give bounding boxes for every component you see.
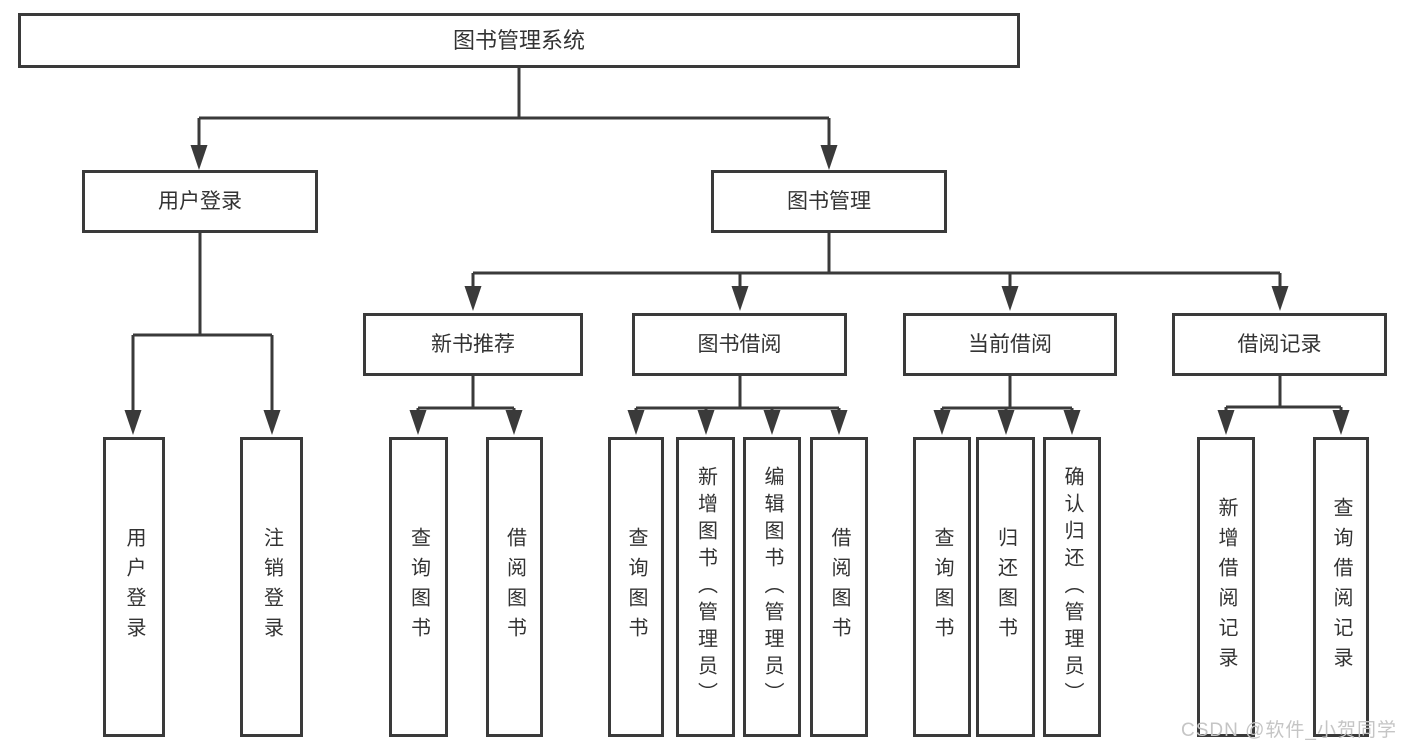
connector-book-borrow-children	[627, 376, 848, 435]
leaf-borrowing-edit-books-admin: 编辑图书（管理员）	[743, 437, 801, 737]
node-user-login-group: 用户登录	[82, 170, 318, 233]
leaf-records-add-borrow-record: 新增借阅记录	[1197, 437, 1255, 737]
node-new-book-recommendation: 新书推荐	[363, 313, 583, 376]
node-book-management: 图书管理	[711, 170, 947, 233]
node-library-management-system: 图书管理系统	[18, 13, 1020, 68]
csdn-watermark: CSDN @软件_小贺同学	[1181, 720, 1397, 741]
leaf-records-query-borrow-record: 查询借阅记录	[1313, 437, 1369, 737]
leaf-current-confirm-return-admin: 确认归还（管理员）	[1043, 437, 1101, 737]
connector-current-borrow-children	[933, 376, 1081, 435]
leaf-newbook-borrow-books: 借阅图书	[486, 437, 543, 737]
connector-book-management-children	[464, 233, 1289, 311]
connector-new-book-children	[409, 376, 523, 435]
node-current-borrowing: 当前借阅	[903, 313, 1117, 376]
node-book-borrowing: 图书借阅	[632, 313, 847, 376]
leaf-newbook-query-books: 查询图书	[389, 437, 448, 737]
leaf-borrowing-add-books-admin: 新增图书（管理员）	[676, 437, 735, 737]
connector-user-login-children	[124, 233, 281, 435]
node-borrowing-records: 借阅记录	[1172, 313, 1387, 376]
leaf-current-return-books: 归还图书	[976, 437, 1035, 737]
leaf-current-query-books: 查询图书	[913, 437, 971, 737]
connector-root-to-level2	[190, 68, 838, 170]
leaf-user-login: 用户登录	[103, 437, 165, 737]
leaf-borrowing-borrow-books: 借阅图书	[810, 437, 868, 737]
leaf-logout: 注销登录	[240, 437, 303, 737]
leaf-borrowing-query-books: 查询图书	[608, 437, 664, 737]
connector-borrow-records-children	[1217, 376, 1350, 435]
